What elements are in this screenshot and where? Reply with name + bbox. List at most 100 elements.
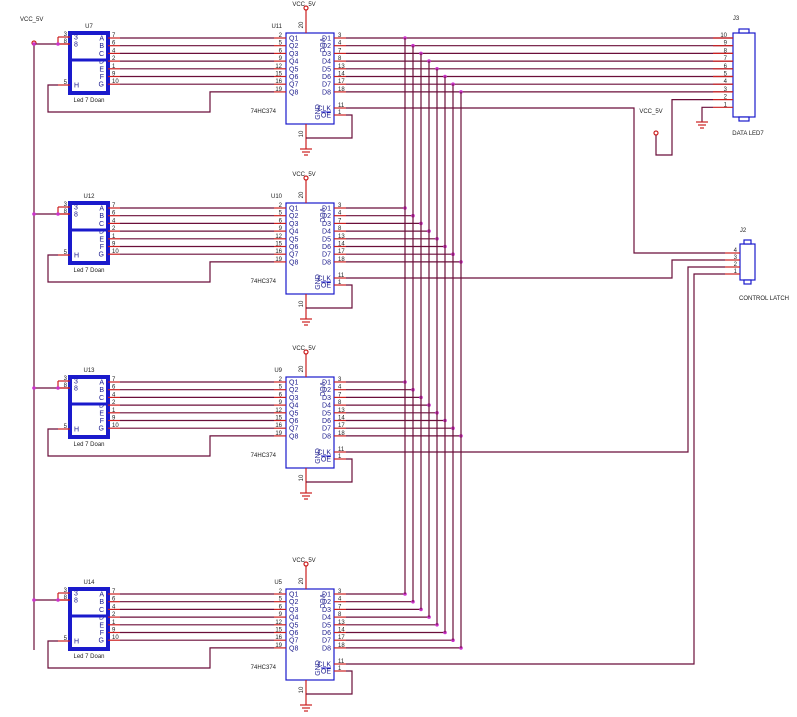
segment-pin-name: F bbox=[100, 418, 104, 425]
common-pin-name: 3 bbox=[74, 205, 78, 212]
q-pin-name: Q1 bbox=[289, 36, 298, 43]
connector-label: DATA LED7 bbox=[732, 131, 764, 137]
d-pin-name: D1 bbox=[322, 36, 331, 43]
q-pin-name: Q1 bbox=[289, 592, 298, 599]
d-pin-name: D7 bbox=[322, 82, 331, 89]
segment-pin-name: E bbox=[99, 622, 104, 629]
q-pin-name: Q6 bbox=[289, 74, 298, 81]
segment-pin-name: D bbox=[99, 403, 104, 410]
gnd-pin-number: 10 bbox=[299, 474, 305, 481]
d-pin-name: D1 bbox=[322, 380, 331, 387]
vcc-power-symbol bbox=[303, 561, 309, 567]
latch-chip-body bbox=[285, 588, 335, 681]
common-pin-number: 8 bbox=[64, 39, 68, 45]
segment-pin-number: 2 bbox=[112, 226, 116, 232]
connector-pin-number: 8 bbox=[724, 48, 728, 54]
d-pin-number: 4 bbox=[338, 41, 342, 47]
connector-pin-number: 1 bbox=[734, 269, 738, 275]
q-pin-name: Q5 bbox=[289, 236, 298, 243]
junction-dot bbox=[32, 598, 36, 602]
q-pin-number: 15 bbox=[275, 242, 282, 248]
common-pin-name: 3 bbox=[74, 379, 78, 386]
ground-icon bbox=[300, 704, 312, 712]
dp-pin-number: 5 bbox=[64, 636, 68, 642]
segment-pin-number: 10 bbox=[112, 79, 119, 85]
segment-pin-name: A bbox=[99, 380, 104, 387]
q-pin-number: 5 bbox=[279, 41, 283, 47]
d-pin-name: D2 bbox=[322, 213, 331, 220]
vcc-terminal-icon bbox=[303, 349, 309, 355]
display-part-label: Led 7 Doan bbox=[73, 268, 104, 274]
q-pin-name: Q4 bbox=[289, 229, 298, 236]
latch-part-label: 74HC374 bbox=[251, 109, 277, 115]
q-pin-name: Q7 bbox=[289, 82, 298, 89]
segment-pin-number: 7 bbox=[112, 33, 116, 39]
clk-pin-name: CLK bbox=[317, 276, 331, 283]
d-pin-number: 17 bbox=[338, 635, 345, 641]
q-pin-number: 16 bbox=[275, 635, 282, 641]
q-pin-name: Q8 bbox=[289, 645, 298, 652]
q-pin-name: Q3 bbox=[289, 395, 298, 402]
segment-pin-name: B bbox=[99, 599, 104, 606]
d-pin-number: 4 bbox=[338, 385, 342, 391]
q-pin-name: Q6 bbox=[289, 630, 298, 637]
connector-pin-number: 10 bbox=[720, 33, 727, 39]
segment-pin-number: 6 bbox=[112, 41, 116, 47]
segment-pin-number: 7 bbox=[112, 589, 116, 595]
segment-pin-number: 4 bbox=[112, 48, 116, 54]
clk-pin-name: CLK bbox=[317, 450, 331, 457]
connector-pin-number: 7 bbox=[724, 56, 728, 62]
dp-pin-number: 5 bbox=[64, 250, 68, 256]
d-pin-name: D8 bbox=[322, 645, 331, 652]
junction-dot bbox=[56, 42, 60, 46]
dp-pin-number: 5 bbox=[64, 424, 68, 430]
d-pin-number: 4 bbox=[338, 211, 342, 217]
d-pin-number: 7 bbox=[338, 218, 342, 224]
seven-segment-display-body bbox=[68, 31, 110, 95]
segment-pin-number: 1 bbox=[112, 620, 116, 626]
vcc-label: VCC_5V bbox=[292, 172, 315, 178]
dp-pin-name: H bbox=[74, 253, 79, 260]
common-pin-name: 8 bbox=[74, 598, 78, 605]
clk-u9-wire bbox=[346, 266, 725, 453]
d-pin-number: 7 bbox=[338, 604, 342, 610]
q-pin-number: 2 bbox=[279, 203, 283, 209]
segment-pin-number: 7 bbox=[112, 203, 116, 209]
q-pin-name: Q7 bbox=[289, 638, 298, 645]
segment-pin-name: G bbox=[99, 638, 104, 645]
segment-pin-number: 9 bbox=[112, 628, 116, 634]
oe-pin-name: OE bbox=[321, 113, 331, 120]
d-pin-number: 18 bbox=[338, 87, 345, 93]
gnd-pin-name: GND bbox=[315, 448, 322, 464]
display-part-label: Led 7 Doan bbox=[73, 442, 104, 448]
segment-pin-name: E bbox=[99, 236, 104, 243]
vcc-label: VCC_5V bbox=[292, 2, 315, 8]
q-pin-number: 9 bbox=[279, 400, 283, 406]
vcc-power-symbol bbox=[303, 5, 309, 11]
q-pin-name: Q8 bbox=[289, 433, 298, 440]
d-pin-number: 4 bbox=[338, 597, 342, 603]
junction-dot bbox=[56, 212, 60, 216]
segment-pin-number: 4 bbox=[112, 604, 116, 610]
q-pin-name: Q2 bbox=[289, 599, 298, 606]
clk-pin-number: 11 bbox=[338, 659, 345, 665]
d-pin-name: D6 bbox=[322, 244, 331, 251]
oe-pin-name: OE bbox=[321, 457, 331, 464]
common-pin-number: 8 bbox=[64, 383, 68, 389]
junction-dot bbox=[459, 90, 463, 94]
connector-pin-number: 2 bbox=[734, 262, 738, 268]
vcc-pin-number: 20 bbox=[299, 577, 305, 584]
d-pin-number: 13 bbox=[338, 408, 345, 414]
junction-dot bbox=[56, 386, 60, 390]
segment-pin-number: 9 bbox=[112, 242, 116, 248]
q-pin-number: 16 bbox=[275, 249, 282, 255]
common-pin-name: 3 bbox=[74, 591, 78, 598]
d-pin-number: 8 bbox=[338, 612, 342, 618]
segment-pin-name: F bbox=[100, 74, 104, 81]
d-pin-name: D6 bbox=[322, 630, 331, 637]
ground-icon bbox=[300, 318, 312, 326]
segment-pin-number: 6 bbox=[112, 597, 116, 603]
segment-pin-name: D bbox=[99, 59, 104, 66]
q-pin-number: 19 bbox=[275, 257, 282, 263]
q-pin-name: Q6 bbox=[289, 244, 298, 251]
